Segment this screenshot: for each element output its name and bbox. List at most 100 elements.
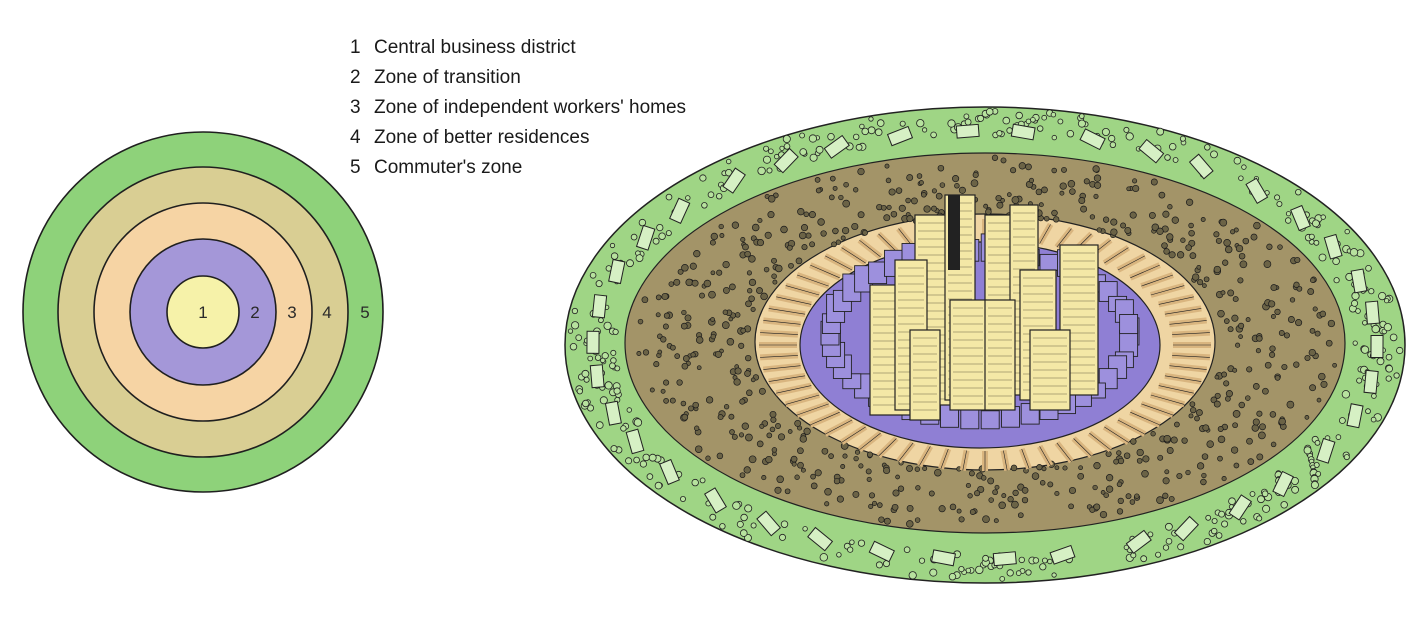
rowhouse-outline: [878, 233, 897, 252]
tree-icon: [832, 185, 838, 191]
tree-icon: [1083, 178, 1090, 185]
tree-icon: [641, 296, 649, 304]
tree-icon: [1147, 531, 1154, 538]
tree-icon: [1188, 229, 1195, 237]
rowhouse-outline: [776, 385, 812, 394]
tree-icon: [582, 399, 590, 408]
tree-icon: [1189, 252, 1197, 259]
tree-icon: [805, 232, 812, 239]
tree-icon: [665, 193, 673, 201]
house-icon: [1188, 153, 1214, 180]
tree-icon: [738, 342, 745, 349]
tree-icon: [983, 203, 989, 209]
tree-icon: [1167, 204, 1173, 210]
tree-icon: [958, 516, 965, 523]
tree-icon: [744, 370, 751, 377]
tree-icon: [849, 539, 855, 545]
tree-icon: [1188, 222, 1194, 229]
tree-icon: [987, 477, 995, 485]
tree-icon: [751, 223, 760, 232]
tree-icon: [886, 204, 892, 210]
rowhouse-outline: [768, 308, 806, 315]
tree-icon: [1092, 165, 1100, 173]
tree-icon: [1370, 416, 1377, 423]
building-icon: [1119, 314, 1139, 335]
tree-icon: [680, 322, 688, 330]
tree-icon: [875, 561, 883, 569]
ring-label-1: 1: [198, 303, 207, 322]
tree-icon: [1176, 251, 1185, 259]
tree-icon: [1130, 438, 1137, 445]
tree-icon: [655, 312, 661, 318]
tree-icon: [1238, 401, 1246, 409]
tree-icon: [1376, 357, 1385, 366]
tree-icon: [1201, 453, 1209, 460]
tree-icon: [760, 292, 768, 301]
tree-icon: [840, 235, 846, 241]
tree-icon: [1041, 466, 1047, 472]
tree-icon: [772, 279, 778, 285]
rowhouse-outline: [1003, 450, 1008, 471]
tree-icon: [1214, 374, 1220, 380]
tree-icon: [1195, 409, 1203, 417]
house-icon: [1365, 300, 1380, 325]
tree-icon: [745, 300, 752, 308]
tree-icon: [1116, 508, 1124, 515]
rowhouse-outline: [825, 255, 853, 271]
tree-icon: [815, 145, 824, 154]
tree-icon: [1245, 317, 1251, 323]
tree-icon: [958, 186, 966, 194]
tree-icon: [787, 429, 793, 434]
tree-icon: [1241, 164, 1247, 170]
tree-icon: [1176, 472, 1183, 480]
tree-icon: [1309, 384, 1317, 392]
tree-icon: [716, 452, 724, 460]
tree-icon: [791, 461, 797, 467]
tree-icon: [1393, 372, 1400, 379]
tree-icon: [748, 255, 756, 263]
tree-icon: [694, 445, 703, 453]
tree-icon: [835, 239, 842, 245]
tree-icon: [1156, 227, 1164, 235]
tree-icon: [684, 314, 692, 322]
tree-icon: [680, 495, 687, 502]
tree-icon: [1165, 537, 1173, 545]
tree-icon: [633, 418, 643, 427]
tree-icon: [1257, 495, 1265, 504]
rowhouse-outline: [1056, 442, 1072, 462]
tree-icon: [756, 287, 763, 295]
tree-icon: [829, 175, 836, 182]
tree-icon: [763, 266, 770, 273]
tree-icon: [613, 387, 621, 395]
tree-icon: [1232, 410, 1241, 418]
tree-icon: [964, 118, 972, 126]
tree-icon: [779, 145, 785, 151]
house-icon: [589, 364, 605, 389]
skyscraper-icon: [909, 329, 941, 421]
tree-icon: [1129, 499, 1136, 505]
tree-icon: [757, 217, 763, 224]
tree-icon: [1002, 116, 1011, 125]
tree-icon: [1025, 163, 1032, 171]
tree-icon: [1035, 188, 1043, 196]
tree-icon: [1235, 244, 1244, 253]
tree-icon: [1007, 496, 1014, 503]
house-icon: [955, 123, 980, 139]
tree-icon: [744, 250, 751, 258]
tree-icon: [918, 180, 924, 186]
rowhouse-outline: [797, 403, 829, 416]
tree-icon: [1123, 452, 1131, 459]
legend-number: 5: [350, 157, 361, 178]
tree-icon: [780, 520, 789, 528]
tree-icon: [970, 179, 979, 188]
tree-icon: [1238, 322, 1245, 329]
rowhouse-outline: [1039, 224, 1051, 244]
tree-icon: [1051, 209, 1058, 217]
tree-icon: [890, 210, 898, 218]
legend-number: 4: [350, 127, 361, 148]
tree-icon: [992, 489, 998, 496]
tree-icon: [1286, 400, 1295, 409]
tree-icon: [599, 396, 608, 405]
tree-icon: [895, 187, 903, 194]
